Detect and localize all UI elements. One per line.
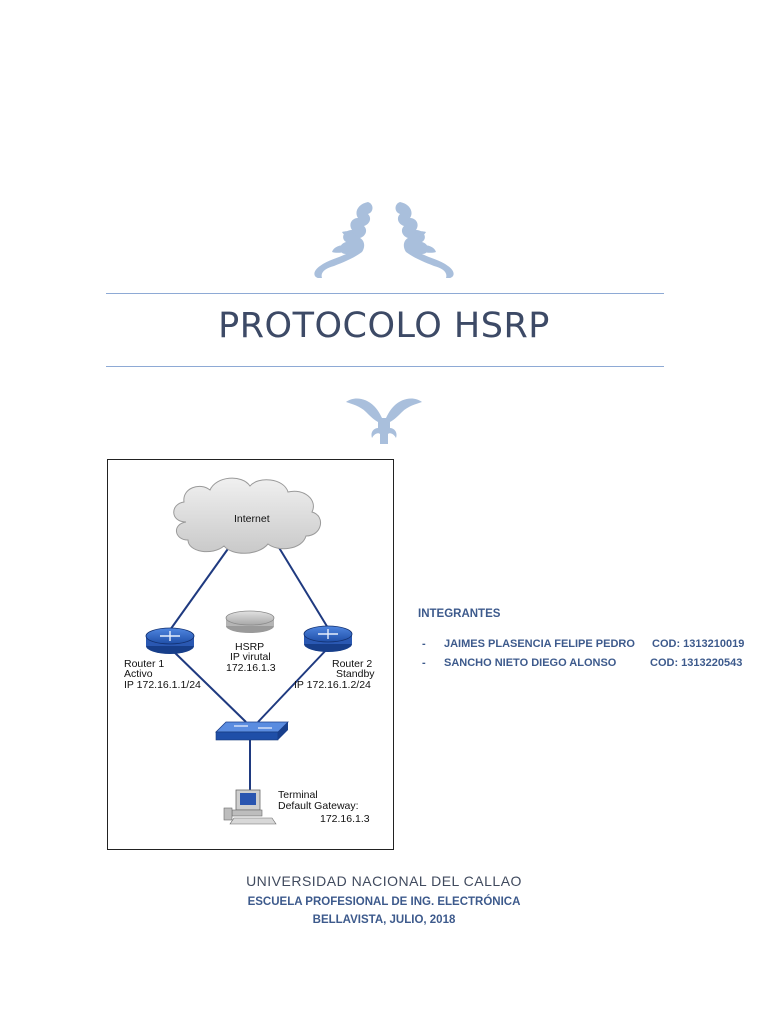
router-1-icon [145,627,195,654]
member-row: - JAIMES PLASENCIA FELIPE PEDRO COD: 1313… [422,638,744,650]
network-links [169,545,329,790]
network-diagram-svg: Internet HSRP IP virutal 172.16.1.3 Rout… [124,477,375,825]
switch-icon [215,721,289,741]
router-2-icon [303,625,353,652]
member-dash: - [422,638,426,650]
network-diagram: Internet HSRP IP virutal 172.16.1.3 Rout… [107,459,394,850]
terminal-pc-icon [223,789,277,825]
member-name: SANCHO NIETO DIEGO ALONSO [444,657,617,669]
router-1-label-line1: Router 1 [124,658,164,670]
top-rule [106,293,664,294]
hsrp-label-line2: IP virutal [230,651,271,663]
terminal-label-line2: Default Gateway: [278,800,359,812]
router-2-label-line2: Standby [336,668,375,680]
terminal-label-line3: 172.16.1.3 [320,813,370,825]
router-2-label-line1: Router 2 [332,658,372,670]
hsrp-label-line1: HSRP [235,641,264,653]
top-ornament-icon [314,202,454,278]
university-name: UNIVERSIDAD NACIONAL DEL CALLAO [246,873,522,889]
member-code: COD: 1313210019 [652,638,745,650]
internet-cloud-icon [173,477,321,554]
page-title: PROTOCOLO HSRP [218,306,550,346]
member-dash: - [422,657,426,669]
terminal-label-line1: Terminal [278,789,318,801]
member-row: - SANCHO NIETO DIEGO ALONSO COD: 13132205… [422,657,742,669]
hsrp-virtual-router-icon [225,610,275,633]
router-2-label-line3: IP 172.16.1.2/24 [294,679,371,691]
router-1-label-line2: Activo [124,668,153,680]
member-code: COD: 1313220543 [650,657,743,669]
integrantes-heading: INTEGRANTES [418,608,501,620]
member-name: JAIMES PLASENCIA FELIPE PEDRO [444,638,635,650]
internet-label: Internet [234,513,270,525]
place-date: BELLAVISTA, JULIO, 2018 [312,914,456,926]
hsrp-label-line3: 172.16.1.3 [226,662,276,674]
bottom-rule [106,366,664,367]
router-1-label-line3: IP 172.16.1.1/24 [124,679,201,691]
bottom-ornament-icon [346,398,422,444]
school-name: ESCUELA PROFESIONAL DE ING. ELECTRÓNICA [247,896,521,908]
